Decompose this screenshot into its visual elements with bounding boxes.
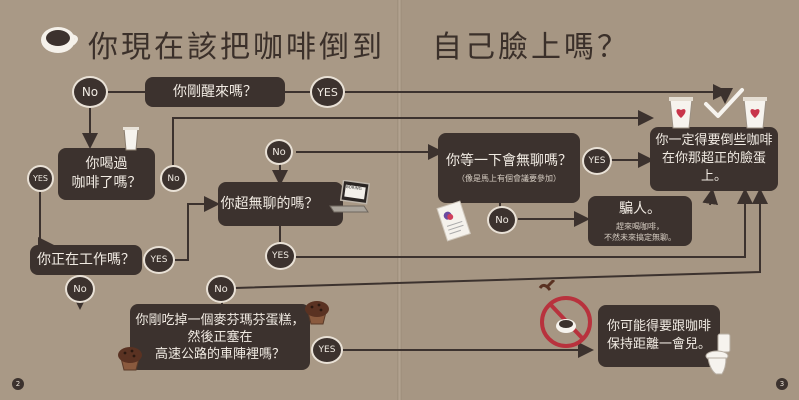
label-yes-4: YES <box>265 242 296 270</box>
node-keep-distance: 你可能得要跟咖啡 保持距離一會兒。 <box>598 305 720 367</box>
node-drank-text: 你喝過 咖啡了嗎？ <box>71 156 142 191</box>
label-no-2: No <box>160 165 187 192</box>
checkmark-icon <box>704 88 744 118</box>
toilet-icon <box>705 333 731 375</box>
node-wait: 你等一下會無聊嗎？ （像是馬上有個會議要參加） <box>438 133 580 203</box>
node-muffin-text: 你剛吃掉一個麥芬瑪芬蛋糕， 然後正塞在 高速公路的車陣裡嗎？ <box>135 312 305 362</box>
page-number-right: 3 <box>776 378 788 390</box>
coffee-cup-icon <box>41 27 78 53</box>
node-wait-text: 你等一下會無聊嗎？ <box>446 153 572 169</box>
node-muffin: 你剛吃掉一個麥芬瑪芬蛋糕， 然後正塞在 高速公路的車陣裡嗎？ <box>130 304 310 370</box>
paper-cup-icon <box>123 127 139 151</box>
label-yes-1: YES <box>310 76 345 108</box>
label-yes-6: YES <box>311 336 343 364</box>
title-right: 自己臉上嗎？ <box>432 30 630 65</box>
line-muffin-no-must <box>234 188 768 289</box>
line-drank-yes-working <box>38 188 54 253</box>
label-no-1: No <box>72 76 108 108</box>
node-wait-subtext: （像是馬上有個會議要參加） <box>457 174 561 183</box>
muffin-icon-2 <box>118 347 142 371</box>
node-awake: 你剛醒來嗎？ <box>145 77 285 107</box>
line-liar-must <box>702 188 719 206</box>
node-awake-text: 你剛醒來嗎？ <box>173 83 257 100</box>
line-drank-no-must <box>172 110 654 165</box>
label-no-5: No <box>65 275 95 303</box>
label-no-6: No <box>206 275 236 303</box>
label-yes-5: YES <box>582 147 612 175</box>
node-working-text: 你正在工作嗎？ <box>37 251 135 268</box>
muffin-icon <box>305 301 329 325</box>
heart-cup-icon-2 <box>743 97 767 129</box>
node-bored-text: 你超無聊的嗎？ <box>220 195 319 212</box>
label-no-3: No <box>265 139 293 165</box>
title-left: 你現在該把咖啡倒到 <box>88 30 385 65</box>
node-liar-text: 騙人。 <box>619 200 661 217</box>
label-yes-2: YES <box>27 165 54 192</box>
label-no-4: No <box>487 206 517 234</box>
line-bored-yes-must <box>296 188 753 258</box>
no-coffee-icon <box>538 280 592 348</box>
label-yes-3: YES <box>143 246 175 274</box>
node-keep-distance-text: 你可能得要跟咖啡 保持距離一會兒。 <box>606 319 711 352</box>
heart-cup-icon <box>669 97 693 129</box>
node-must-pour-text: 你一定得要倒些咖啡 在你那超正的臉蛋上。 <box>655 133 773 184</box>
line-working-yes-bored <box>175 196 220 261</box>
node-must-pour: 你一定得要倒些咖啡 在你那超正的臉蛋上。 <box>650 127 778 191</box>
node-liar-subtext: 趕來喝咖啡， 不然未來搞定無聊。 <box>604 221 676 242</box>
node-bored: 你超無聊的嗎？ <box>218 182 343 226</box>
node-liar: 騙人。 趕來喝咖啡， 不然未來搞定無聊。 <box>588 196 692 246</box>
book-gutter <box>397 0 402 400</box>
memo-paper-icon <box>436 200 471 242</box>
page-number-left: 2 <box>12 378 24 390</box>
node-working: 你正在工作嗎？ <box>30 245 142 275</box>
laptop-icon <box>329 180 370 213</box>
node-drank: 你喝過 咖啡了嗎？ <box>58 148 155 200</box>
